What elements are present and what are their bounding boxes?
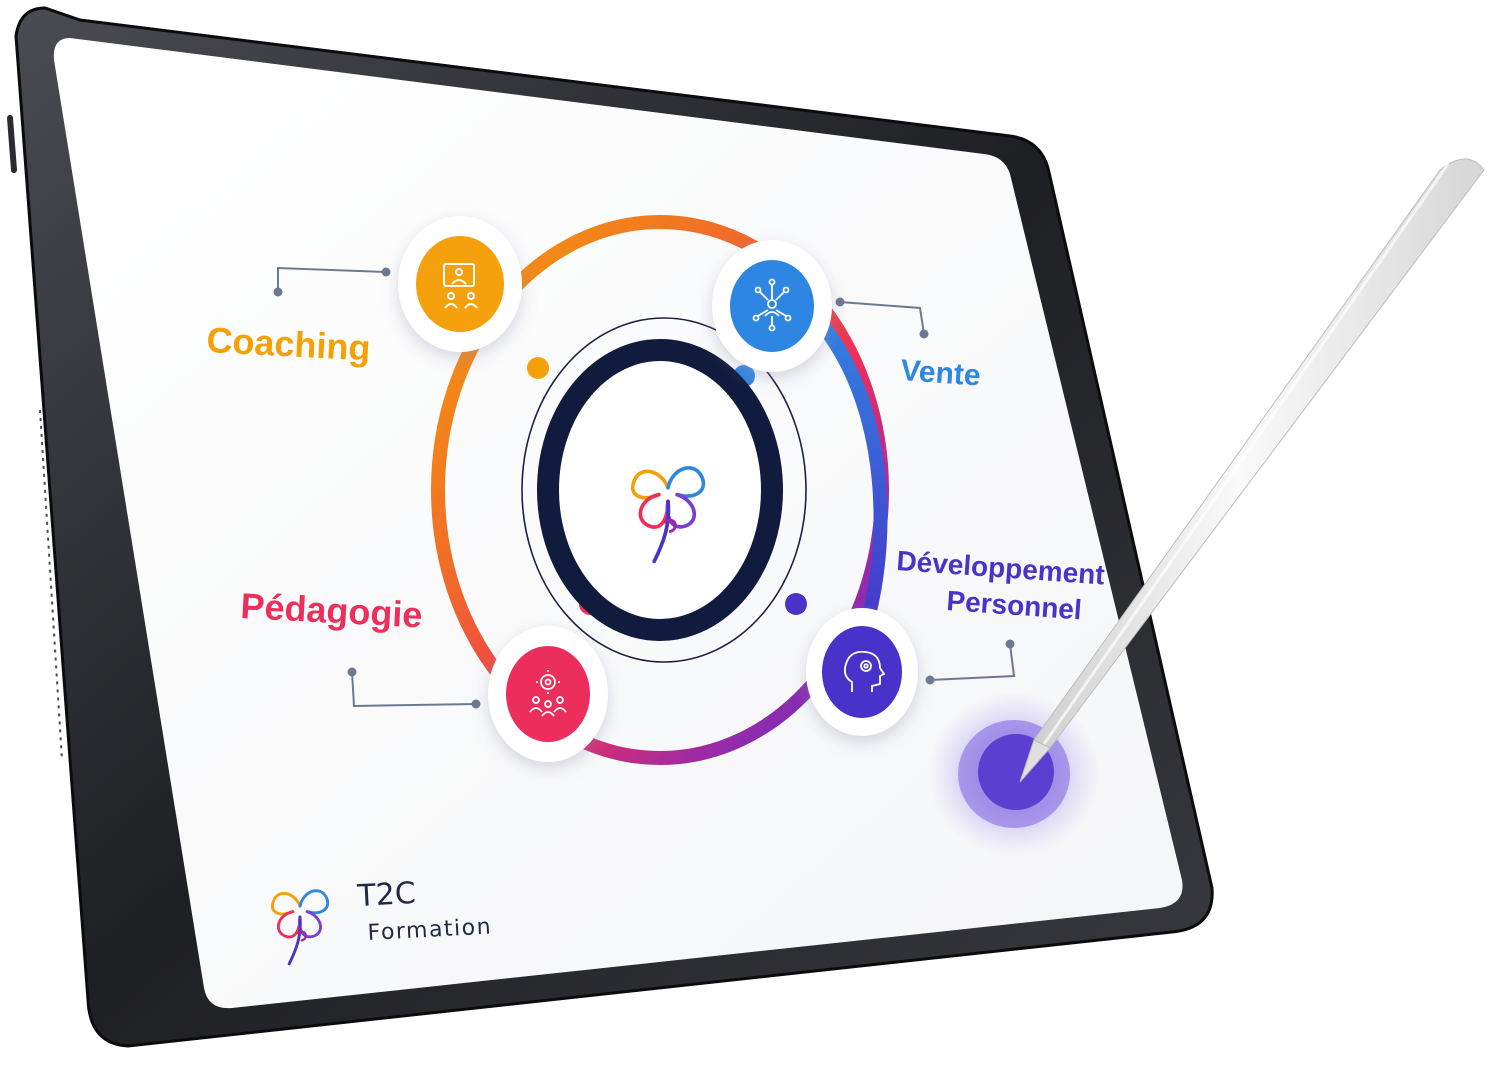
head-gear-icon xyxy=(843,650,886,692)
connector-lines xyxy=(273,266,1016,709)
label-coaching: Coaching xyxy=(206,319,372,369)
video-training-icon xyxy=(443,263,478,309)
group-gear-icon xyxy=(529,670,567,717)
node-coaching[interactable] xyxy=(398,216,522,352)
node-developpement-personnel[interactable] xyxy=(806,608,918,736)
stylus-pen xyxy=(1019,158,1485,783)
label-vente: Vente xyxy=(900,354,982,393)
outer-ring xyxy=(431,215,889,765)
network-people-icon xyxy=(752,278,792,332)
brand-name: T2C xyxy=(356,876,417,914)
inner-thin-ring xyxy=(521,317,807,663)
node-vente[interactable] xyxy=(712,240,832,372)
label-pedagogie: Pédagogie xyxy=(240,585,424,635)
center-ring xyxy=(537,339,783,641)
